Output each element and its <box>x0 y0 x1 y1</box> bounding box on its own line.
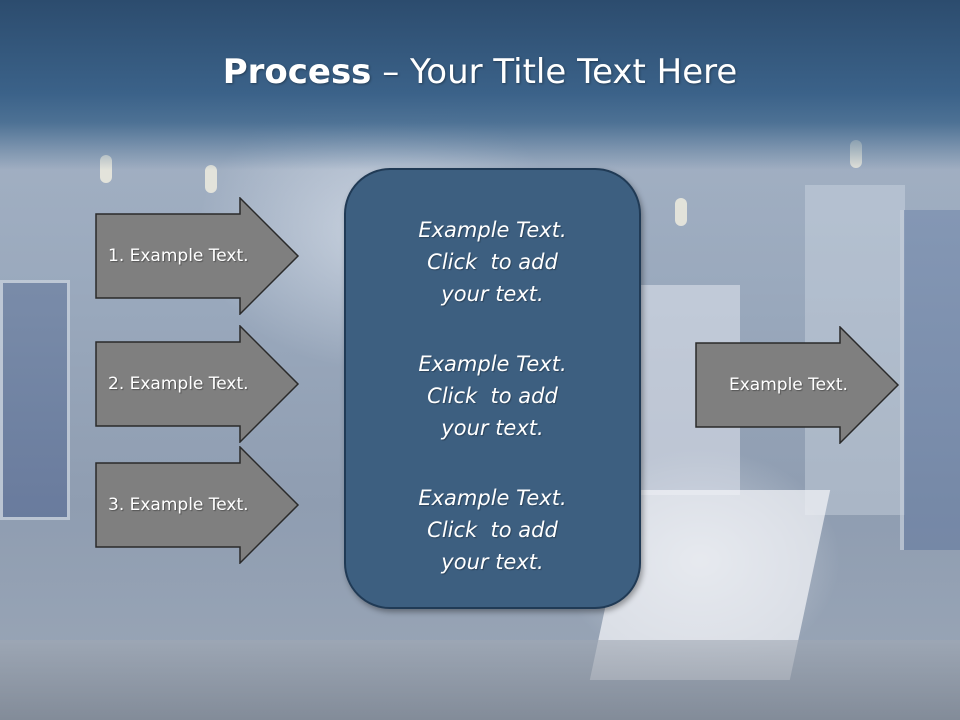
output-arrow[interactable]: Example Text. <box>695 326 900 444</box>
paragraph-line: Click to add <box>427 384 558 408</box>
arrow-label: Example Text. <box>729 375 848 395</box>
paragraph-line: your text. <box>441 550 544 574</box>
slide-title[interactable]: Process – Your Title Text Here <box>0 52 960 92</box>
paragraph-line: Example Text. <box>418 218 567 242</box>
title-band <box>0 0 960 170</box>
paragraph-line: your text. <box>441 416 544 440</box>
background-sign-left <box>0 280 70 520</box>
paragraph-line: Example Text. <box>418 352 567 376</box>
background-light <box>205 165 217 193</box>
process-arrow-3[interactable]: 3. Example Text. <box>95 446 300 564</box>
arrow-label: 3. Example Text. <box>108 495 249 515</box>
process-arrow-1[interactable]: 1. Example Text. <box>95 197 300 315</box>
paragraph-line: your text. <box>441 282 544 306</box>
paragraph-line: Click to add <box>427 518 558 542</box>
background-sign-right <box>900 210 960 550</box>
arrow-shape <box>95 197 300 315</box>
background-counter <box>0 640 960 720</box>
paragraph-line: Example Text. <box>418 486 567 510</box>
arrow-shape <box>95 325 300 443</box>
center-paragraph-3: Example Text. Click to add your text. <box>353 482 633 578</box>
background-light <box>675 198 687 226</box>
center-paragraph-1: Example Text. Click to add your text. <box>353 214 633 310</box>
title-rest: – Your Title Text Here <box>371 52 738 92</box>
arrow-label: 1. Example Text. <box>108 246 249 266</box>
arrow-label: 2. Example Text. <box>108 374 249 394</box>
arrow-shape <box>95 446 300 564</box>
arrow-shape <box>695 326 900 444</box>
title-bold: Process <box>222 52 372 92</box>
center-text-box[interactable]: Example Text. Click to add your text. Ex… <box>344 168 641 609</box>
process-arrow-2[interactable]: 2. Example Text. <box>95 325 300 443</box>
paragraph-line: Click to add <box>427 250 558 274</box>
center-paragraph-2: Example Text. Click to add your text. <box>353 348 633 444</box>
